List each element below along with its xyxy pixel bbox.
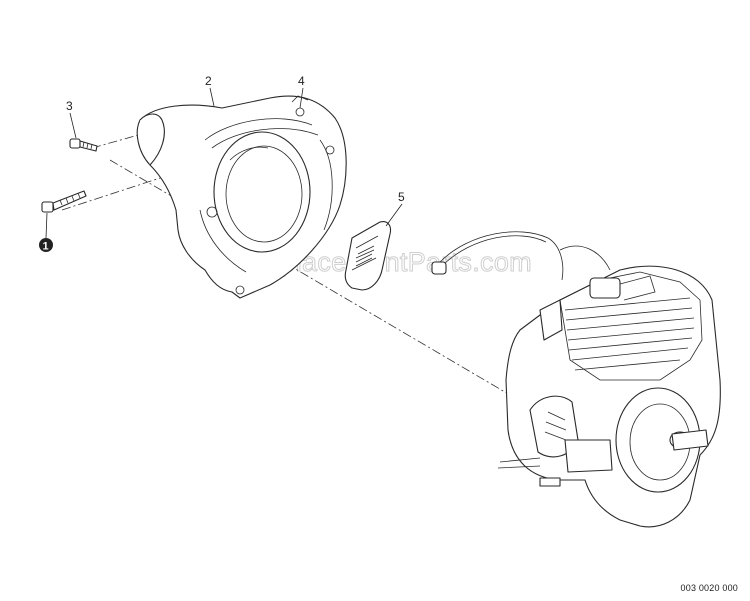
callout-labels: 3 2 4 5 1 [39,74,405,253]
bolt-part-1 [41,190,87,213]
fan-housing-part-4 [136,95,347,299]
callout-4: 4 [298,74,305,88]
callout-1: 1 [43,241,49,253]
callout-1-circle [39,238,53,252]
callout-2: 2 [205,74,212,88]
spark-plug-lead [431,231,611,281]
callout-3: 3 [66,99,73,113]
engine-block [497,265,721,528]
ignition-module-part-5 [344,221,392,291]
bolt-part-3 [69,138,98,152]
leader-lines [45,87,403,239]
drawing-code: 003 0020 000 [680,583,738,593]
callout-5: 5 [398,190,405,204]
